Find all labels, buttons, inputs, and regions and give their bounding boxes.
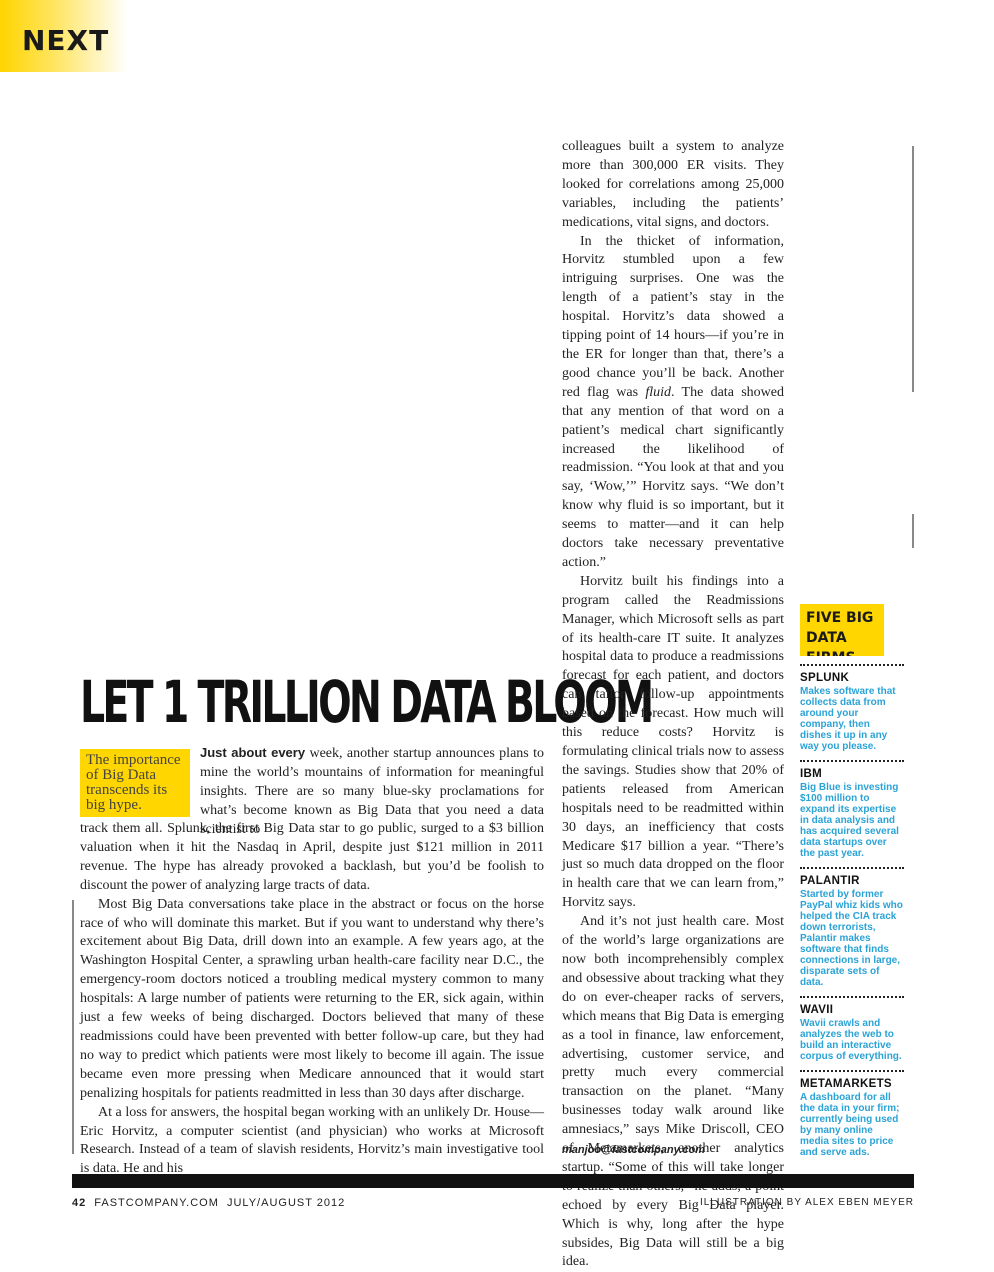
firm-entry: WAVII Wavii crawls and analyzes the web … [800, 996, 904, 1062]
paragraph: colleagues built a system to analyze mor… [562, 139, 784, 230]
footer-folio: 42 FASTCOMPANY.COM JULY/AUGUST 2012 [72, 1197, 345, 1209]
text-run: . The data showed that any mention of th… [562, 384, 784, 570]
publication-info: FASTCOMPANY.COM JULY/AUGUST 2012 [94, 1197, 346, 1209]
paragraph: In the thicket of information, Horvitz s… [562, 233, 784, 573]
column-rule [912, 146, 914, 392]
firm-entry: PALANTIR Started by former PayPal whiz k… [800, 867, 904, 988]
text-run: In the thicket of information, Horvitz s… [562, 233, 784, 400]
footer-bar [72, 1174, 914, 1188]
lead-in: Just about every [200, 745, 306, 760]
firm-description: Makes software that collects data from a… [800, 686, 896, 752]
column-rule [912, 514, 914, 548]
article-right-column: colleagues built a system to analyze mor… [562, 138, 784, 1272]
firm-name: METAMARKETS [800, 1078, 892, 1090]
firm-description: Big Blue is investing $100 million to ex… [800, 782, 899, 859]
firm-name: WAVII [800, 1004, 834, 1016]
firm-description: A dashboard for all the data in your fir… [800, 1092, 900, 1158]
article-left-column: track them all. Splunk, the first Big Da… [80, 820, 544, 1179]
paragraph: Horvitz built his findings into a progra… [562, 573, 785, 911]
paragraph: track them all. Splunk, the first Big Da… [80, 821, 544, 893]
section-label: NEXT [22, 24, 110, 57]
sidebar-firms: FIVE BIG DATA FIRMS TO WATCH SPLUNK Make… [800, 604, 904, 1158]
intro-text: week, another startup announces plans to… [200, 746, 544, 837]
page-number: 42 [72, 1197, 87, 1209]
firm-description: Started by former PayPal whiz kids who h… [800, 889, 903, 988]
author-email[interactable]: manjoo@fastcompany.com [562, 1144, 705, 1156]
firm-entry: IBM Big Blue is investing $100 million t… [800, 760, 904, 859]
firm-entry: METAMARKETS A dashboard for all the data… [800, 1070, 904, 1158]
paragraph: And it’s not just health care. Most of t… [562, 914, 784, 1270]
firm-name: IBM [800, 768, 822, 780]
emphasis: fluid [645, 384, 671, 400]
paragraph: Most Big Data conversations take place i… [80, 896, 544, 1101]
headline: LET 1 TRILLION DATA BLOOM [80, 668, 654, 736]
firm-name: SPLUNK [800, 672, 850, 684]
sidebar-title: FIVE BIG DATA FIRMS TO WATCH [800, 604, 884, 656]
column-rule [72, 900, 74, 1154]
paragraph: At a loss for answers, the hospital bega… [80, 1104, 544, 1177]
firm-name: PALANTIR [800, 875, 860, 887]
pull-quote: The importance of Big Data transcends it… [80, 749, 190, 817]
firm-entry: SPLUNK Makes software that collects data… [800, 664, 904, 752]
illustration-credit: ILLUSTRATION BY ALEX EBEN MEYER [699, 1197, 914, 1208]
firm-description: Wavii crawls and analyzes the web to bui… [800, 1018, 902, 1062]
article-intro: Just about every week, another startup a… [200, 744, 544, 840]
section-tab: NEXT [0, 0, 128, 72]
